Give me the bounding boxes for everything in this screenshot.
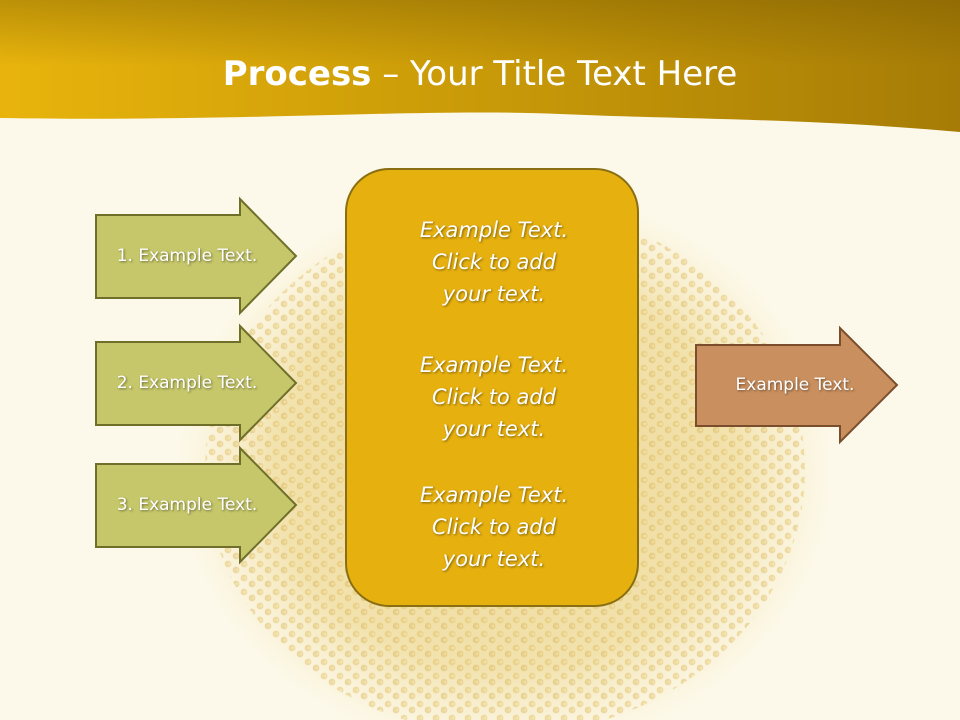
left-arrow-label-1: 1. Example Text. <box>116 246 258 266</box>
title-rest: – Your Title Text Here <box>371 54 738 94</box>
left-arrow-shape-1 <box>95 196 298 316</box>
right-arrow-shape <box>695 325 899 445</box>
page-title: Process – Your Title Text Here <box>0 52 960 96</box>
left-arrow-shape-2 <box>95 323 298 443</box>
center-text-line: your text. <box>442 417 546 441</box>
left-arrow-label-3: 3. Example Text. <box>116 495 258 515</box>
center-text-line: Click to add <box>431 385 556 409</box>
left-arrow-label-2: 2. Example Text. <box>116 373 258 393</box>
left-arrow-shape-3 <box>95 445 298 565</box>
center-text-line: your text. <box>442 282 546 306</box>
center-text-line: your text. <box>442 547 546 571</box>
center-text-line: Example Text. <box>419 353 569 377</box>
center-paragraph-1: Example Text. Click to add your text. <box>347 214 641 310</box>
center-paragraph-3: Example Text. Click to add your text. <box>347 479 641 575</box>
center-text-line: Example Text. <box>419 218 569 242</box>
title-bold: Process <box>222 54 372 94</box>
right-arrow-label: Example Text. <box>735 375 855 395</box>
center-text-line: Click to add <box>431 515 556 539</box>
header-band <box>0 0 960 132</box>
center-text-line: Example Text. <box>419 483 569 507</box>
center-text-line: Click to add <box>431 250 556 274</box>
center-paragraph-2: Example Text. Click to add your text. <box>347 349 641 445</box>
center-process-box: Example Text. Click to add your text. Ex… <box>345 168 639 607</box>
